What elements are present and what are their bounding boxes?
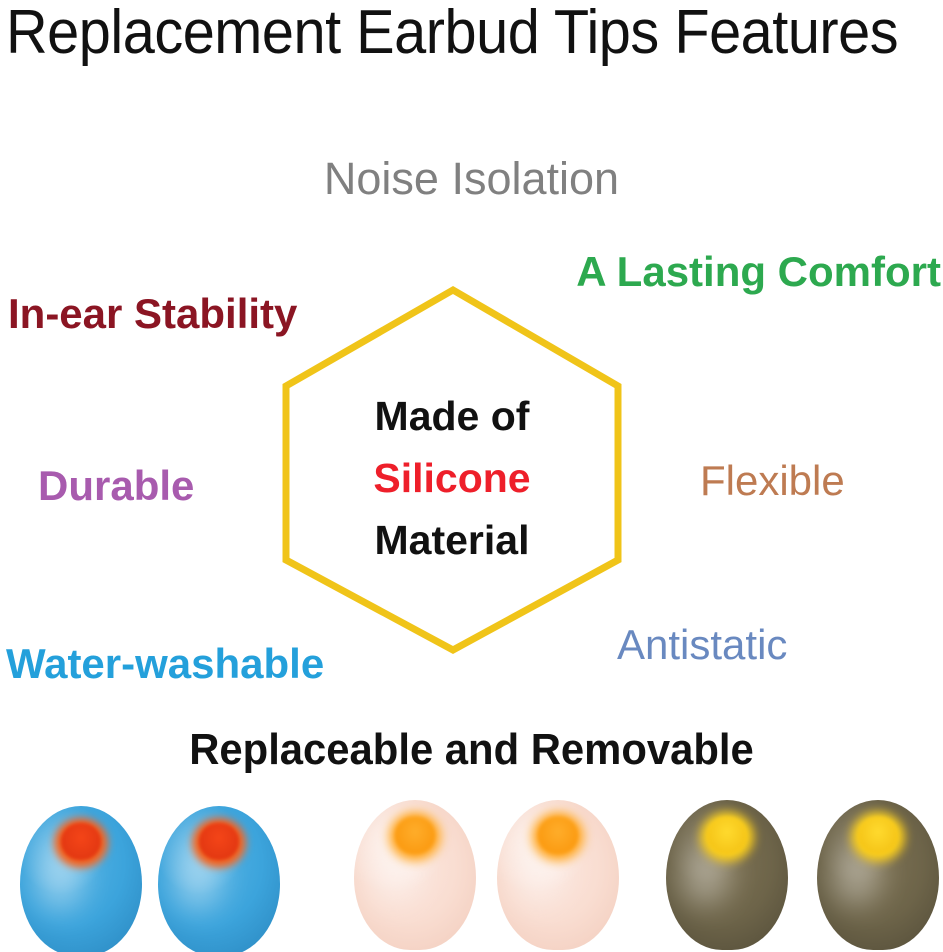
feature-label-antistatic: Antistatic [617,621,788,668]
page-title: Replacement Earbud Tips Features [6,0,899,67]
feature-label-replaceable-and-removable: Replaceable and Removable [189,725,754,774]
tip-bore-core [538,816,578,854]
hexagon-line-made-of: Made of [374,393,530,439]
feature-label-in-ear-stability: In-ear Stability [8,290,298,337]
tip-bore-core [707,816,747,854]
earbud-tip-dark-smoke-right [817,800,939,950]
hexagon-badge [278,282,626,660]
earbud-tip-clear-pink-right [497,800,619,950]
earbud-tip-clear-pink-left [354,800,476,950]
tip-bore-core [395,816,435,854]
earbud-tip-blue-right [158,806,280,952]
tip-bore-core [199,822,239,860]
feature-label-flexible: Flexible [700,457,845,504]
tip-bore-core [858,816,898,854]
earbud-tip-dark-smoke-left [666,800,788,950]
feature-label-durable: Durable [38,462,195,509]
hexagon-line-silicone: Silicone [373,455,531,501]
feature-label-water-washable: Water-washable [6,640,325,687]
tip-bore-core [61,822,101,860]
earbud-tip-blue-left [20,806,142,952]
hexagon-outline [282,285,622,654]
feature-label-noise-isolation: Noise Isolation [323,153,620,204]
hexagon-text-block: Made of Silicone Material [278,385,626,571]
feature-label-a-lasting-comfort: A Lasting Comfort [576,248,941,295]
hexagon-line-material: Material [374,517,530,563]
